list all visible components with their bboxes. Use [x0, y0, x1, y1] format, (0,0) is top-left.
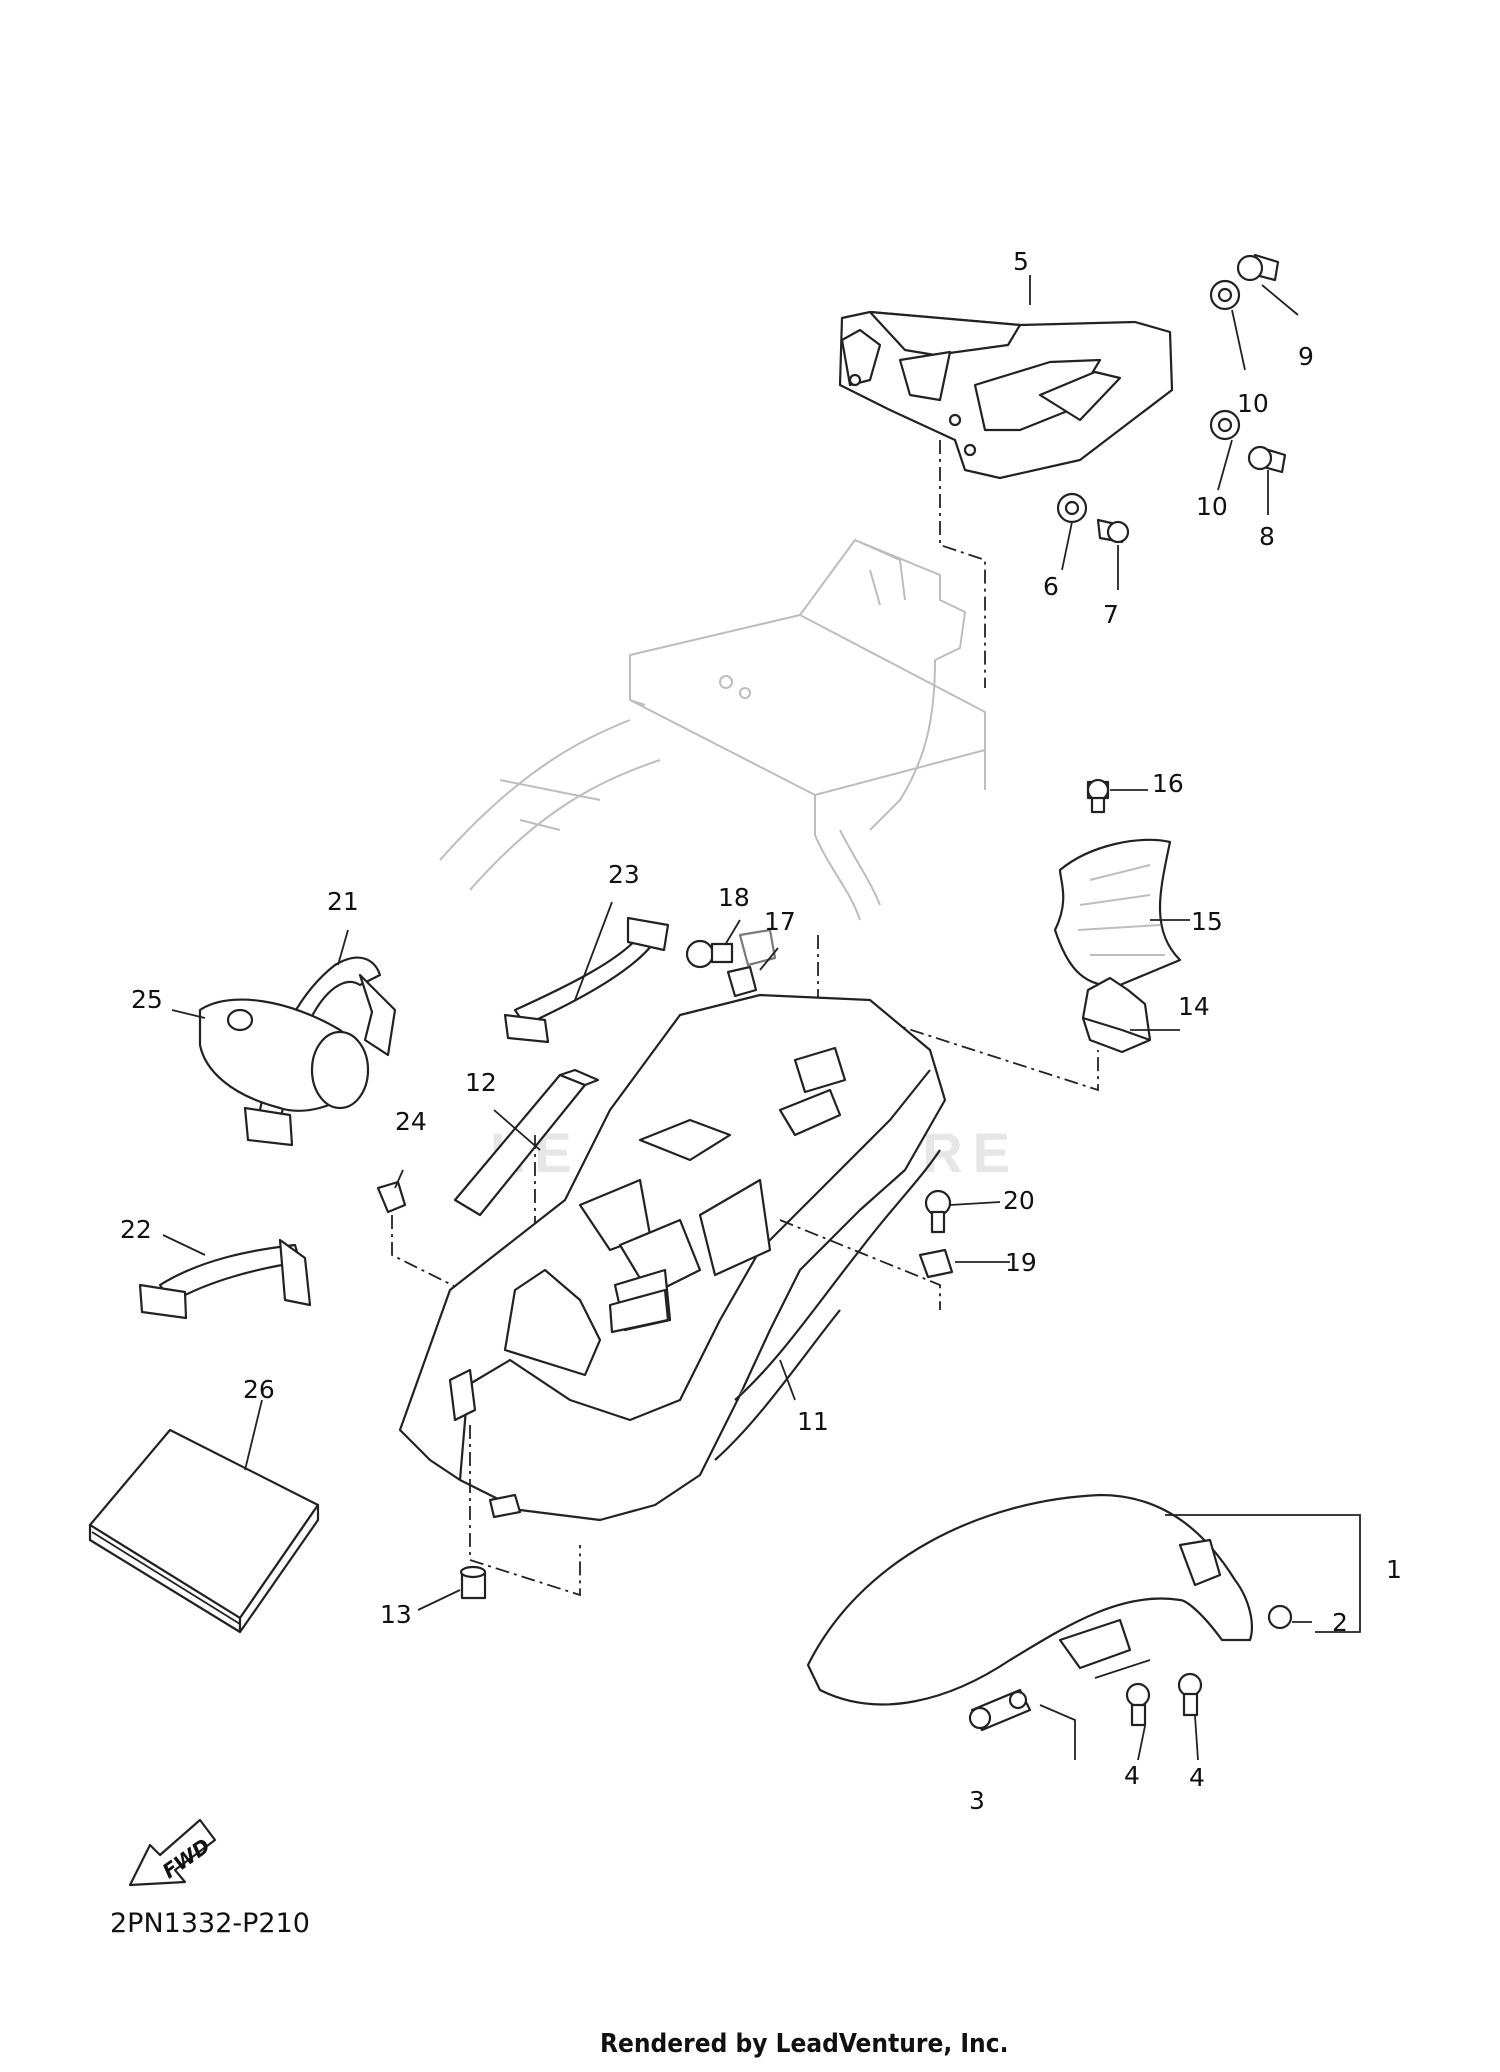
fastener-16 — [1086, 778, 1110, 814]
bracket-1 — [1165, 1514, 1361, 1633]
callout-26: 26 — [243, 1375, 275, 1404]
part-5-bracket — [838, 310, 1174, 480]
callout-2: 2 — [1332, 1608, 1348, 1637]
leader-5 — [939, 440, 986, 688]
callout-7: 7 — [1103, 600, 1119, 629]
part-12-strip — [453, 1068, 600, 1217]
callout-14: 14 — [1178, 992, 1210, 1021]
frame-outline — [439, 539, 986, 921]
callout-labels: 1 2 3 4 4 5 6 7 8 9 10 10 11 12 13 14 15… — [120, 247, 1402, 1815]
leader-24 — [391, 1215, 463, 1370]
callout-17: 17 — [764, 907, 796, 936]
fastener-group-top — [1056, 253, 1287, 544]
part-14-bracket — [1081, 976, 1152, 1054]
fastener-19 — [918, 1248, 954, 1279]
callout-5: 5 — [1013, 247, 1029, 276]
callout-23: 23 — [608, 860, 640, 889]
part-23-strap — [503, 916, 670, 1044]
fasteners-2-3-4 — [968, 1604, 1293, 1732]
part-24-clip — [376, 1180, 407, 1214]
callout-16: 16 — [1152, 769, 1184, 798]
callout-3: 3 — [969, 1786, 985, 1815]
callout-11: 11 — [797, 1407, 829, 1436]
fastener-20 — [924, 1189, 952, 1234]
callout-19: 19 — [1005, 1248, 1037, 1277]
callout-25: 25 — [131, 985, 163, 1014]
callout-4a: 4 — [1124, 1761, 1140, 1790]
callout-18: 18 — [718, 883, 750, 912]
callout-8: 8 — [1259, 522, 1275, 551]
reference-code: 2PN1332-P210 — [110, 1908, 310, 1939]
callout-6: 6 — [1043, 572, 1059, 601]
callout-24: 24 — [395, 1107, 427, 1136]
fasteners-17-18 — [685, 928, 777, 998]
callout-21: 21 — [327, 887, 359, 916]
callout-1: 1 — [1386, 1555, 1402, 1584]
leader-13 — [469, 1425, 581, 1597]
callout-9: 9 — [1298, 342, 1314, 371]
callout-4b: 4 — [1189, 1763, 1205, 1792]
part-15-pad — [1053, 838, 1182, 987]
callout-22: 22 — [120, 1215, 152, 1244]
part-22-strap — [138, 1238, 312, 1320]
part-13-grommet — [459, 1565, 487, 1600]
rendered-by-credit: Rendered by LeadVenture, Inc. — [600, 2029, 1008, 2059]
leader-3-4 — [1039, 1659, 1151, 1760]
callout-13: 13 — [380, 1600, 412, 1629]
part-25-cushion — [198, 998, 370, 1112]
part-11-rear-fender — [398, 993, 947, 1522]
callout-20: 20 — [1003, 1186, 1035, 1215]
leader-14 — [817, 935, 1099, 1092]
part-1-front-fender — [806, 1493, 1253, 1706]
part-26-manual — [88, 1428, 320, 1634]
callout-10b: 10 — [1196, 492, 1228, 521]
leader-19-20 — [779, 1219, 941, 1310]
leader-lines — [162, 275, 1312, 1761]
fwd-arrow-icon: FWD — [128, 1818, 217, 1887]
callout-10a: 10 — [1237, 389, 1269, 418]
callout-12: 12 — [465, 1068, 497, 1097]
callout-15: 15 — [1191, 907, 1223, 936]
